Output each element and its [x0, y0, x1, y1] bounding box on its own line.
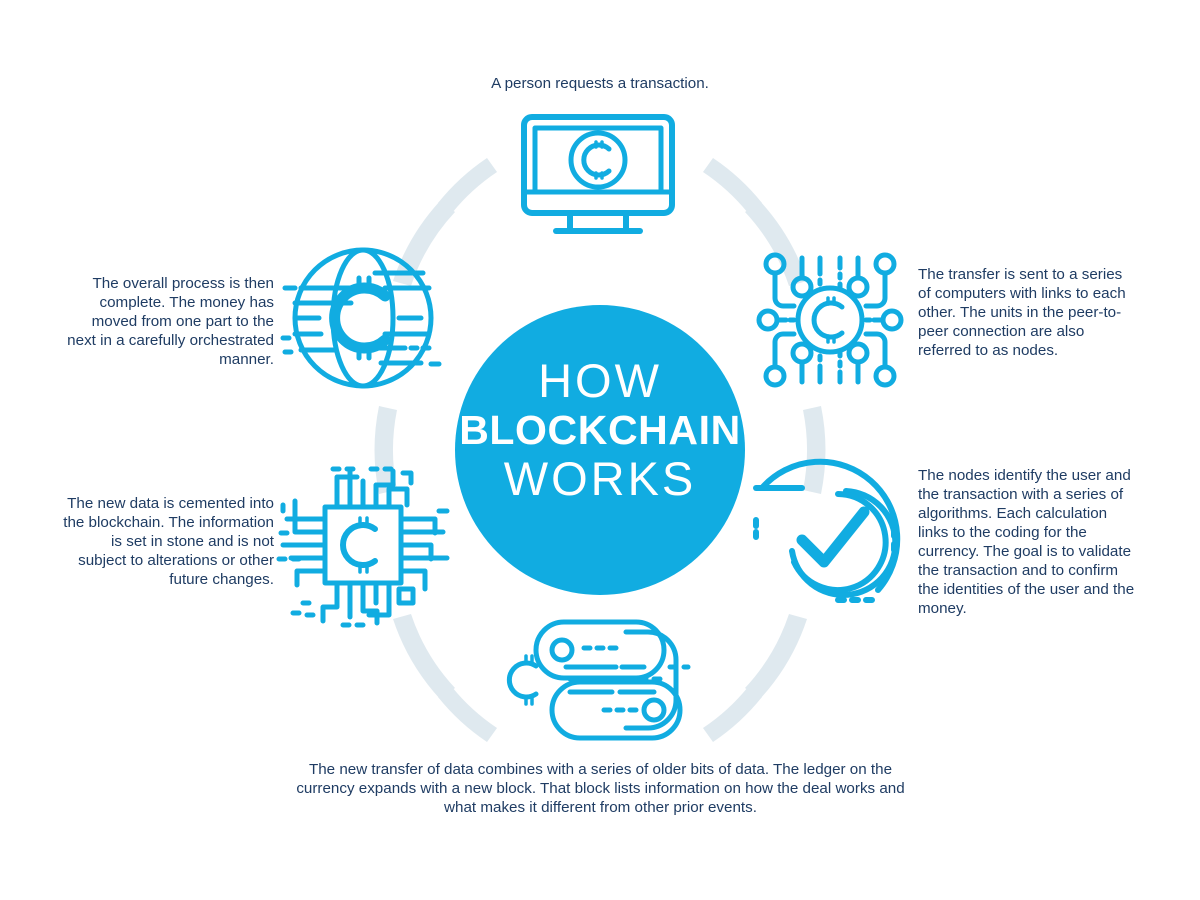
network-nodes-coin-icon — [756, 252, 904, 388]
caption-step-1: A person requests a transaction. — [491, 75, 709, 92]
center-title-line-2: BLOCKCHAIN — [459, 407, 741, 453]
center-title: HOW BLOCKCHAIN WORKS — [455, 355, 745, 505]
server-blocks-coin-icon — [506, 619, 691, 741]
caption-step-3: The nodes identify the user and the tran… — [918, 467, 1135, 617]
checkmark-circle-icon — [753, 458, 901, 603]
caption-step-5: The new data is cemented into the blockc… — [63, 495, 274, 588]
globe-coin-icon — [280, 247, 442, 389]
cpu-chip-coin-icon — [276, 466, 450, 628]
monitor-coin-icon — [521, 114, 675, 234]
caption-step-4: The new transfer of data combines with a… — [296, 761, 905, 816]
caption-step-2: The transfer is sent to a series of comp… — [918, 266, 1126, 359]
center-title-line-3: WORKS — [503, 452, 697, 505]
center-title-line-1: HOW — [538, 354, 662, 407]
caption-step-6: The overall process is then complete. Th… — [67, 275, 274, 368]
